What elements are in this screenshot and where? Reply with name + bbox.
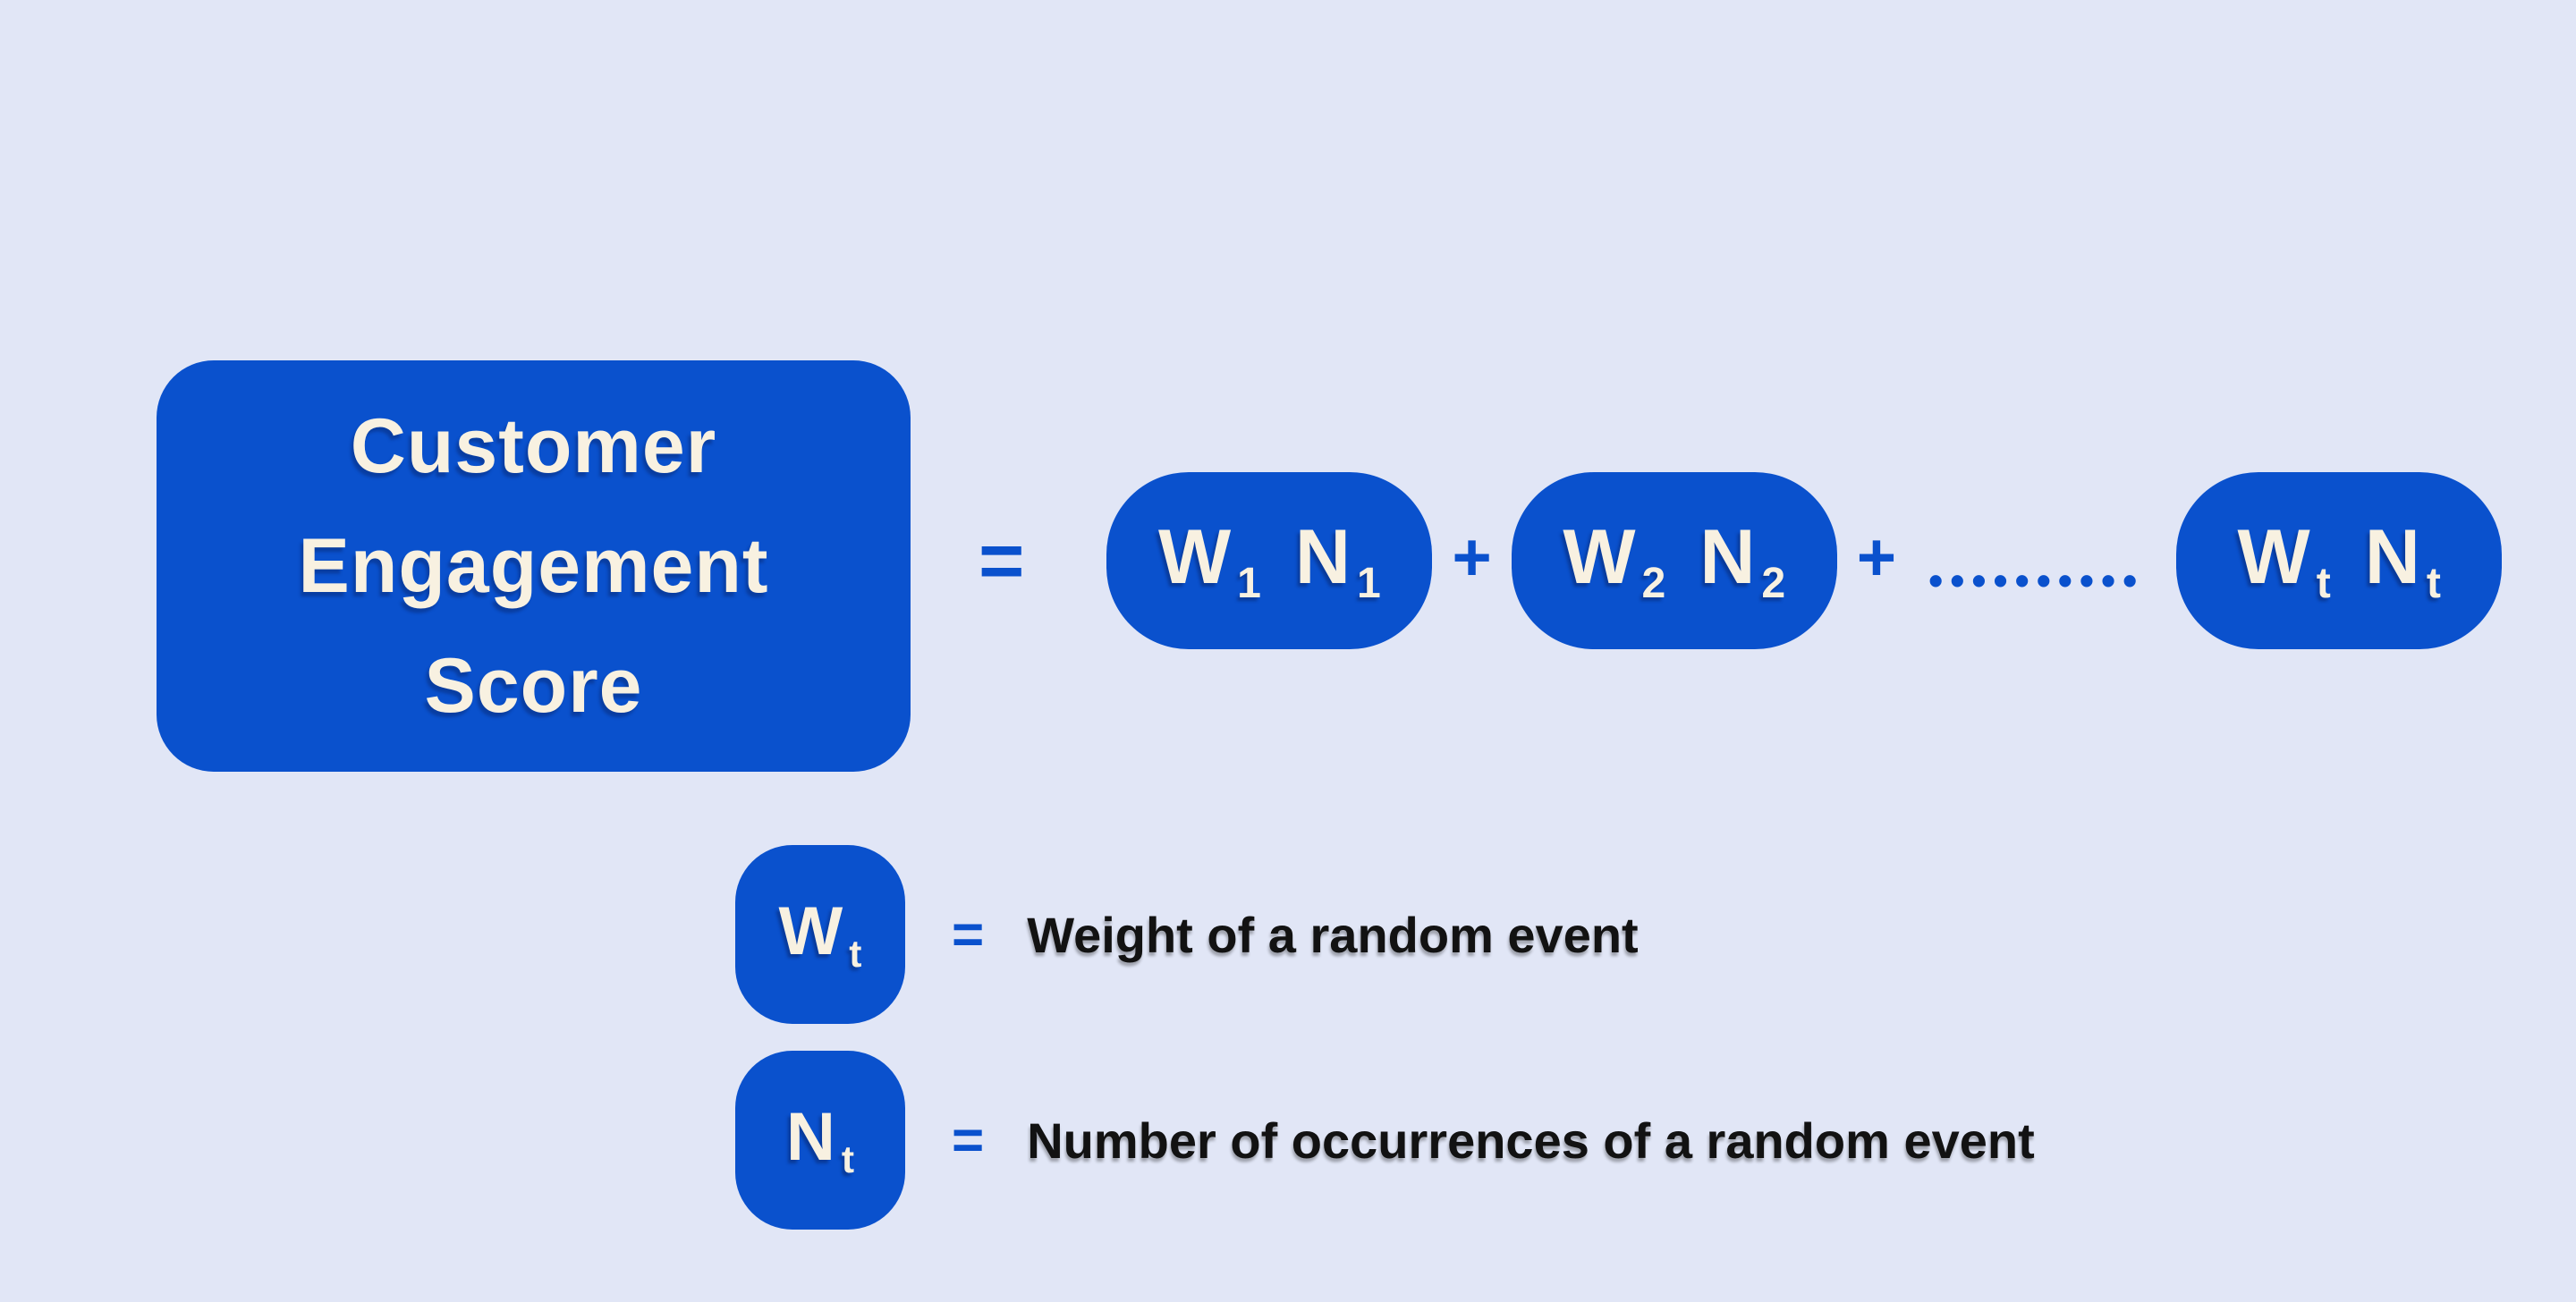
legend-equals-1: = xyxy=(952,903,985,966)
legend-n-base: N xyxy=(785,1098,835,1175)
legend-description-occurrences: Number of occurrences of a random event xyxy=(1027,1112,2035,1169)
term-2-w: W xyxy=(1563,513,1636,600)
term-t-w-subscript: t xyxy=(2316,559,2331,608)
term-1-w-subscript: 1 xyxy=(1237,559,1261,608)
legend-equals-2: = xyxy=(952,1109,985,1171)
equals-sign: = xyxy=(979,516,1025,604)
term-1-w: W xyxy=(1157,513,1232,600)
term-2-n: N xyxy=(1699,513,1756,600)
legend-n-subscript: t xyxy=(841,1138,855,1182)
term-t-w: W xyxy=(2237,513,2310,600)
title-line-2: Engagement xyxy=(298,523,769,609)
legend-w-subscript: t xyxy=(849,933,862,976)
title-box: Customer Engagement Score xyxy=(157,360,911,772)
term-t-n-subscript: t xyxy=(2426,559,2441,608)
term-t-n: N xyxy=(2364,513,2420,600)
term-2-w-subscript: 2 xyxy=(1641,559,1666,608)
ellipsis-dots: •••••••••• xyxy=(1928,557,2145,604)
term-1-n: N xyxy=(1294,513,1352,600)
title: Customer Engagement Score xyxy=(298,386,768,746)
title-line-1: Customer xyxy=(350,403,717,489)
legend-description-weight: Weight of a random event xyxy=(1027,906,1639,963)
title-line-3: Score xyxy=(424,643,643,729)
term-1-n-subscript: 1 xyxy=(1357,559,1381,608)
plus-sign-1: + xyxy=(1452,519,1492,596)
term-2-n-subscript: 2 xyxy=(1761,559,1786,608)
legend-w-base: W xyxy=(778,892,843,969)
plus-sign-2: + xyxy=(1856,519,1897,596)
